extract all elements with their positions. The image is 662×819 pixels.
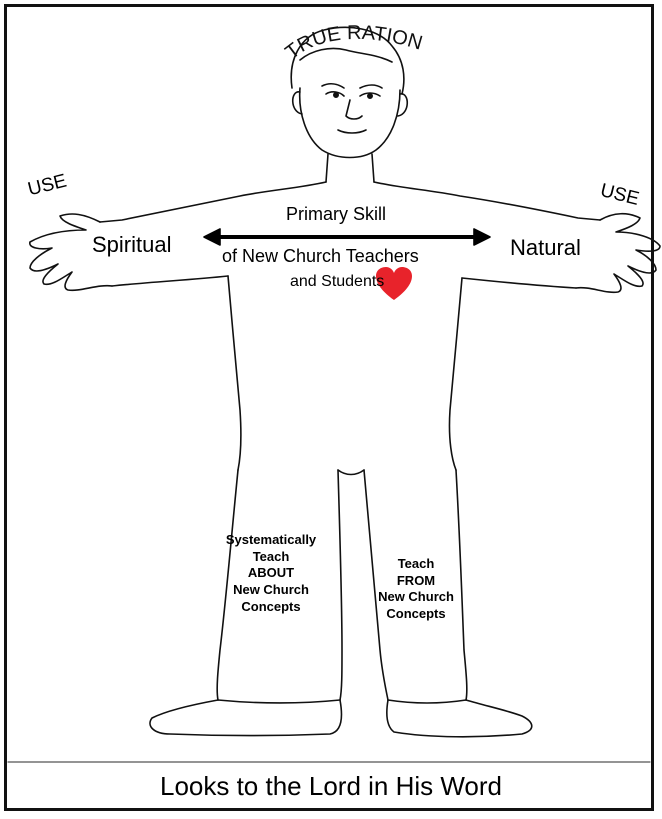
crotch [338,470,364,475]
left-leg-line: New Church [206,582,336,599]
right-leg-line: FROM [356,573,476,590]
neck [326,154,328,182]
torso-left [228,276,241,470]
left-leg-line: Teach [206,549,336,566]
right-leg-text: Teach FROM New Church Concepts [356,556,476,623]
right-leg-line: Concepts [356,606,476,623]
spiritual-label: Spiritual [92,233,171,256]
left-leg-line: Systematically [206,532,336,549]
teachers-label: of New Church Teachers [222,247,419,266]
face [300,88,400,158]
double-arrow-icon [204,229,490,245]
headband-text: TRUE RATIONAL [0,0,425,64]
natural-label: Natural [510,236,581,259]
arm-bottom-outline [112,276,228,286]
right-leg-line: New Church [356,589,476,606]
footer-caption: Looks to the Lord in His Word [0,773,662,800]
left-shoe [150,700,342,736]
right-shoe [387,700,532,737]
students-label: and Students [290,274,384,291]
primary-skill-label: Primary Skill [286,205,386,224]
right-leg-line: Teach [356,556,476,573]
left-leg-line: ABOUT [206,565,336,582]
left-leg-text: Systematically Teach ABOUT New Church Co… [206,532,336,615]
left-leg-line: Concepts [206,599,336,616]
left-leg-inner [338,470,342,700]
right-hand [576,214,660,293]
torso-right [449,278,462,470]
